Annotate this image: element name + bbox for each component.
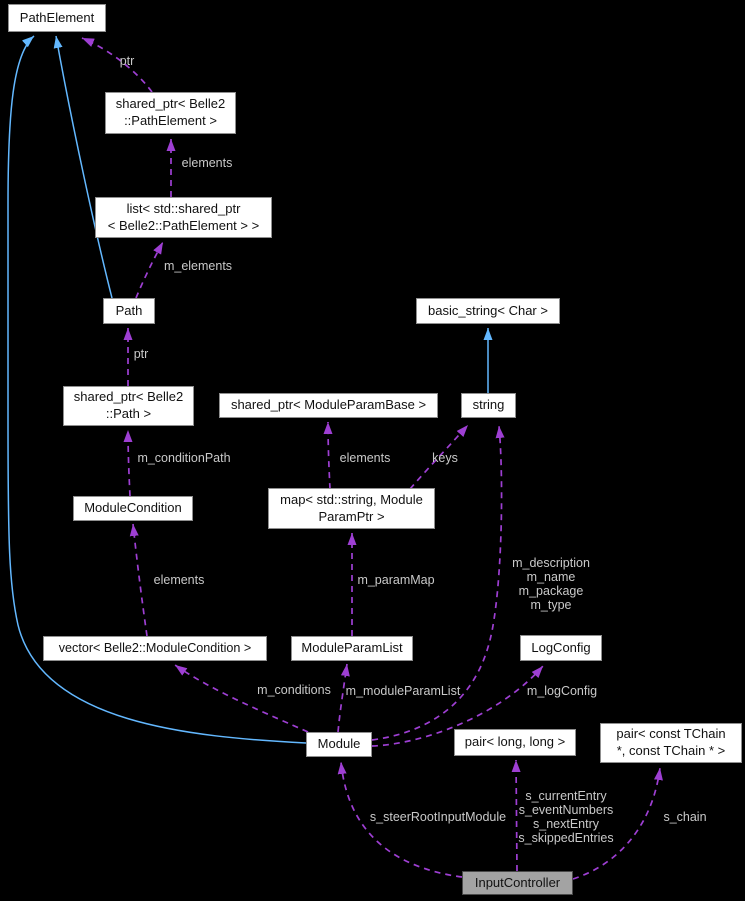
- edge-label-s-entries-group: s_currentEntry s_eventNumbers s_nextEntr…: [518, 789, 614, 845]
- edge-module-m-logconfig: [371, 665, 544, 747]
- edge-map-elements: [323, 421, 333, 490]
- edge-label-s-chain: s_chain: [663, 810, 707, 824]
- edge-label-elements-list: elements: [181, 156, 233, 170]
- edge-module-inherits-pathelement: [7, 35, 307, 744]
- edge-sharedptr-pathelement-ptr: [81, 37, 153, 93]
- edge-module-m-conditions: [174, 664, 309, 733]
- edge-path-inherits-pathelement: [53, 35, 113, 299]
- node-pair-long-long[interactable]: pair< long, long >: [454, 729, 576, 756]
- edge-label-m-conditions: m_conditions: [257, 683, 331, 697]
- node-shared-ptr-path[interactable]: shared_ptr< Belle2 ::Path >: [63, 386, 194, 426]
- node-basic-string-char[interactable]: basic_string< Char >: [416, 298, 560, 324]
- edge-inputcontroller-s-entries: [511, 759, 521, 872]
- node-logconfig[interactable]: LogConfig: [520, 635, 602, 661]
- edge-module-m-moduleparamlist: [337, 663, 350, 733]
- node-modulecondition[interactable]: ModuleCondition: [73, 496, 193, 521]
- edge-label-ptr-path: ptr: [133, 347, 149, 361]
- edge-vector-elements: [129, 523, 148, 637]
- edge-path-m-elements: [135, 241, 164, 299]
- edge-label-m-parammap: m_paramMap: [357, 573, 435, 587]
- usage-edges: [81, 37, 663, 880]
- edge-label-ptr-pathelement: ptr: [119, 54, 135, 68]
- node-inputcontroller[interactable]: InputController: [462, 871, 573, 895]
- edge-label-m-conditionpath: m_conditionPath: [137, 451, 231, 465]
- edge-map-keys: [409, 424, 469, 490]
- edge-inputcontroller-s-steerrootinputmodule: [337, 761, 463, 878]
- node-string[interactable]: string: [461, 393, 516, 418]
- inheritance-edges: [7, 35, 493, 744]
- node-moduleparamlist[interactable]: ModuleParamList: [291, 636, 413, 661]
- edge-modulecondition-m-conditionpath: [123, 429, 133, 497]
- edge-label-elements-vector: elements: [153, 573, 205, 587]
- node-pathelement[interactable]: PathElement: [8, 4, 106, 32]
- edge-label-elements-map: elements: [339, 451, 391, 465]
- node-pair-const-tchain[interactable]: pair< const TChain *, const TChain * >: [600, 723, 742, 763]
- edge-label-m-elements: m_elements: [163, 259, 233, 273]
- edge-label-s-steerrootinputmodule: s_steerRootInputModule: [369, 810, 507, 824]
- node-shared-ptr-moduleparambase[interactable]: shared_ptr< ModuleParamBase >: [219, 393, 438, 418]
- edge-module-m-description: [371, 425, 505, 741]
- edge-label-m-moduleparamlist: m_moduleParamList: [345, 684, 461, 698]
- edge-label-keys: keys: [432, 451, 458, 465]
- node-list-shared-ptr-pathelement[interactable]: list< std::shared_ptr < Belle2::PathElem…: [95, 197, 272, 238]
- node-module[interactable]: Module: [306, 732, 372, 757]
- edge-label-m-description-group: m_description m_name m_package m_type: [512, 556, 590, 612]
- node-map-string-moduleparamptr[interactable]: map< std::string, Module ParamPtr >: [268, 488, 435, 529]
- node-vector-modulecondition[interactable]: vector< Belle2::ModuleCondition >: [43, 636, 267, 661]
- node-shared-ptr-pathelement[interactable]: shared_ptr< Belle2 ::PathElement >: [105, 92, 236, 134]
- edge-label-m-logconfig: m_logConfig: [526, 684, 598, 698]
- node-path[interactable]: Path: [103, 298, 155, 324]
